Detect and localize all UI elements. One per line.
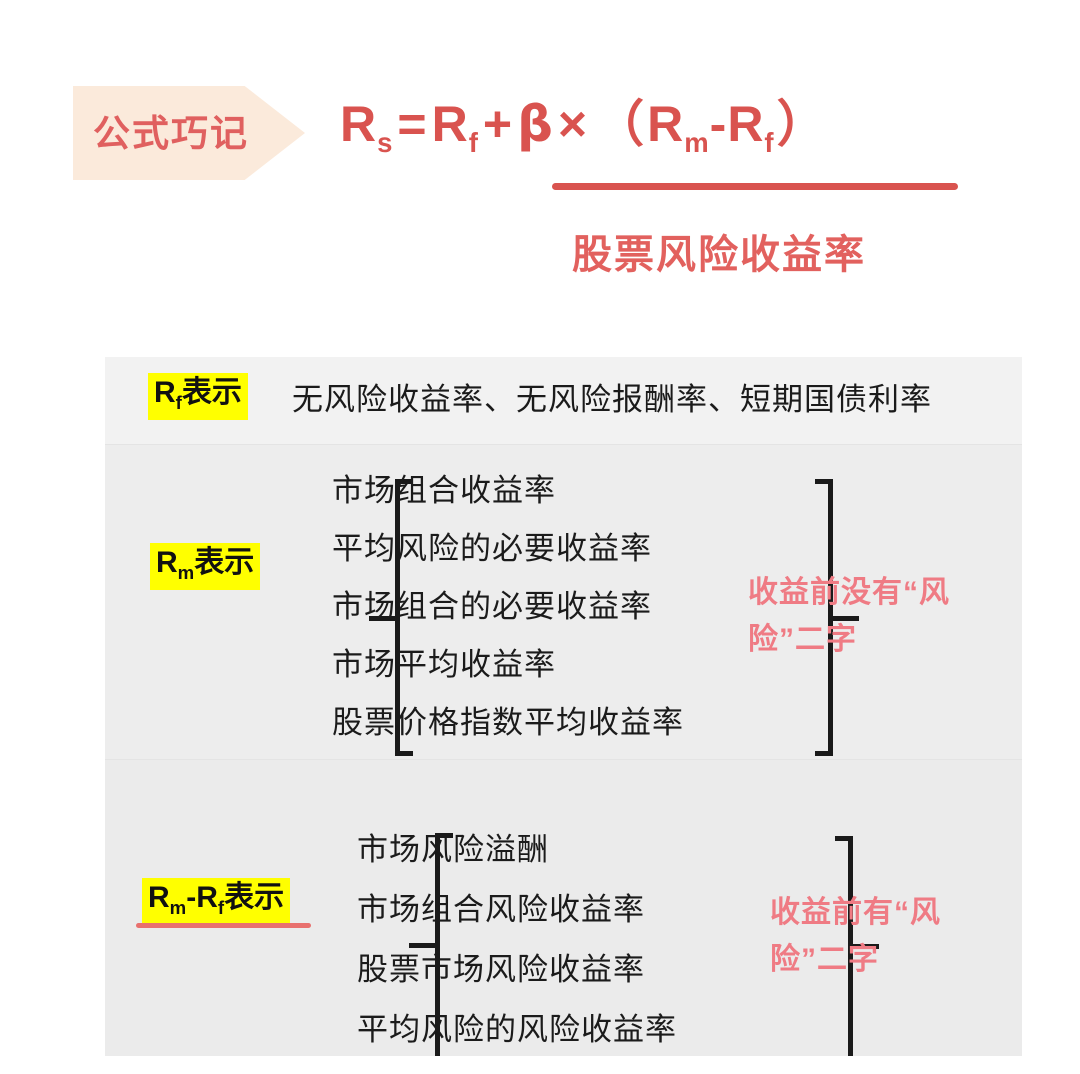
formula-minus: -	[709, 96, 728, 152]
key-label-rf: Rf表示	[148, 373, 248, 420]
formula-open-paren: （	[594, 96, 646, 152]
key-rm-sub: m	[177, 562, 195, 583]
key-rmrf-base: R	[148, 881, 170, 914]
list-item: 市场风险溢酬	[357, 832, 549, 867]
formula-plus: +	[482, 96, 514, 152]
list-item: 市场组合的必要收益率	[332, 589, 652, 624]
formula-rs-base: R	[340, 96, 378, 152]
formula-banner: 公式巧记	[73, 86, 305, 180]
list-item: 股票价格指数平均收益率	[332, 705, 684, 740]
formula-expression: Rs=Rf+β×（Rm-Rf）	[340, 98, 830, 158]
key-rm-suffix: 表示	[194, 546, 255, 579]
formula-caption: 股票风险收益率	[572, 233, 866, 277]
rf-value-text: 无风险收益率、无风险报酬率、短期国债利率	[292, 382, 932, 417]
table-row	[105, 445, 1022, 760]
formula-close-paren: ）	[776, 96, 828, 152]
key-rmrf-sub: m	[169, 897, 187, 918]
key-rmrf-base2: -R	[186, 881, 218, 914]
bracket-bar	[815, 479, 833, 756]
formula-rf2-sub: f	[764, 127, 775, 158]
formula-rm-base: R	[647, 96, 685, 152]
key-label-rm: Rm表示	[150, 543, 261, 590]
header-area: 公式巧记 Rs=Rf+β×（Rm-Rf） 股票风险收益率	[0, 0, 1080, 330]
key-rf-suffix: 表示	[181, 376, 242, 409]
rm-item-list: 市场组合收益率 平均风险的必要收益率 市场组合的必要收益率 市场平均收益率 股票…	[332, 475, 684, 765]
key-rmrf-sub2: f	[217, 897, 225, 918]
formula-beta: β	[517, 95, 554, 153]
formula-rf2-base: R	[727, 96, 765, 152]
formula-rf-base: R	[431, 96, 469, 152]
key-rf-base: R	[154, 376, 176, 409]
key-rm-base: R	[156, 546, 178, 579]
formula-underline	[552, 183, 958, 190]
bracket-tick	[833, 615, 859, 621]
list-item: 市场组合收益率	[332, 473, 556, 508]
list-item: 市场组合风险收益率	[357, 892, 645, 927]
key-rmrf-suffix: 表示	[224, 881, 285, 914]
side-note-rm: 收益前没有“风险”二字	[748, 576, 950, 656]
key-label-rm-minus-rf: Rm-Rf表示	[142, 878, 291, 925]
side-note-rm-minus-rf: 收益前有“风险”二字	[770, 896, 941, 976]
list-item: 平均风险的必要收益率	[332, 531, 652, 566]
bracket-tick	[409, 942, 435, 948]
list-item: 市场平均收益率	[332, 647, 556, 682]
right-bracket-rm-minus-rf	[835, 836, 879, 1056]
key-label-underline	[136, 923, 311, 928]
key-rf-sub: f	[175, 392, 182, 413]
list-item: 股票市场风险收益率	[357, 952, 645, 987]
left-bracket-rm-minus-rf	[409, 833, 453, 1056]
formula-equals: =	[397, 96, 428, 152]
formula-rs-sub: s	[377, 127, 394, 158]
list-item: 平均风险的风险收益率	[357, 1012, 677, 1047]
bracket-tick	[369, 615, 395, 621]
left-bracket-rm	[369, 479, 413, 756]
formula-times: ×	[557, 96, 589, 152]
rmrf-item-list: 市场风险溢酬 市场组合风险收益率 股票市场风险收益率 平均风险的风险收益率	[357, 834, 677, 1074]
bracket-bar	[395, 479, 413, 756]
right-bracket-rm	[815, 479, 859, 756]
bracket-bar	[435, 833, 453, 1056]
formula-rf-sub: f	[468, 127, 479, 158]
table-panel: Rf表示 无风险收益率、无风险报酬率、短期国债利率 Rm表示 市场组合收益率 平…	[105, 357, 1022, 1056]
bracket-bar	[835, 836, 853, 1056]
table-row	[105, 357, 1022, 445]
row-divider	[105, 444, 1022, 445]
row-divider	[105, 759, 1022, 760]
formula-rm-sub: m	[684, 127, 710, 158]
bracket-tick	[853, 944, 879, 949]
formula-banner-label: 公式巧记	[93, 112, 249, 154]
